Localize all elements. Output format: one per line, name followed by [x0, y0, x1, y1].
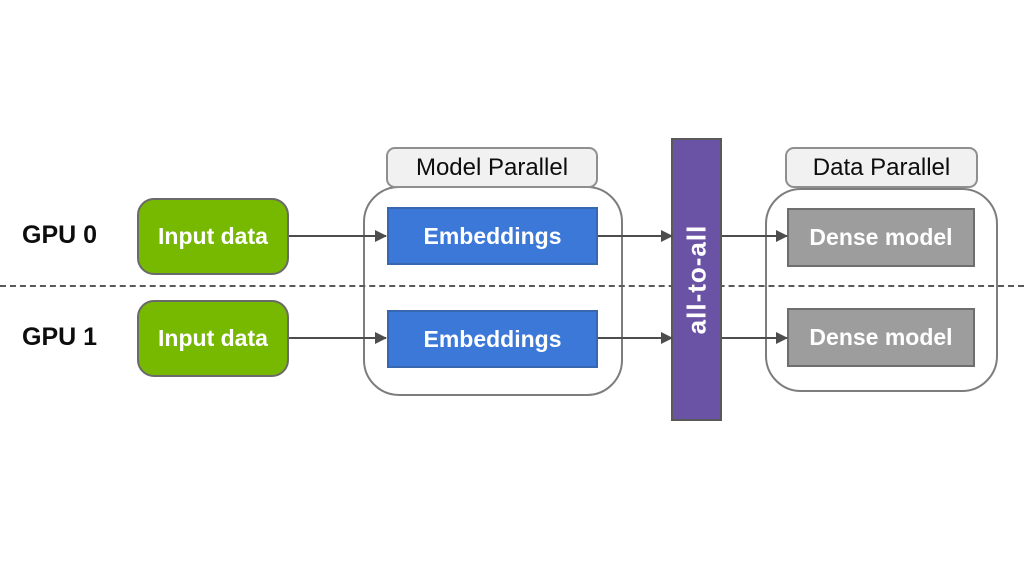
input-data-box-gpu1: Input data	[137, 300, 289, 377]
data-parallel-label-text: Data Parallel	[812, 153, 951, 181]
dense-model-box-gpu0: Dense model	[787, 208, 975, 267]
model-parallel-label-text: Model Parallel	[415, 153, 569, 181]
arrow-input-to-embeddings-gpu0	[289, 230, 387, 242]
dense-model-label-gpu0: Dense model	[809, 224, 953, 250]
arrow-input-to-embeddings-gpu1	[289, 332, 387, 344]
embeddings-label-gpu0: Embeddings	[423, 222, 562, 249]
arrow-alltoall-to-dense-gpu1	[722, 332, 788, 344]
all-to-all-bar: all-to-all	[671, 138, 722, 421]
gpu-divider-dashed-line	[0, 285, 1024, 287]
dense-model-box-gpu1: Dense model	[787, 308, 975, 367]
gpu1-label: GPU 1	[22, 323, 98, 351]
embeddings-label-gpu1: Embeddings	[423, 325, 562, 352]
input-data-box-gpu0: Input data	[137, 198, 289, 275]
all-to-all-label: all-to-all	[681, 224, 712, 335]
arrow-embeddings-to-alltoall-gpu1	[598, 332, 673, 344]
dense-model-label-gpu1: Dense model	[809, 324, 953, 350]
arrow-embeddings-to-alltoall-gpu0	[598, 230, 673, 242]
input-data-label-gpu0: Input data	[158, 223, 268, 249]
embeddings-box-gpu1: Embeddings	[387, 310, 598, 368]
arrow-alltoall-to-dense-gpu0	[722, 230, 788, 242]
input-data-label-gpu1: Input data	[158, 325, 268, 351]
model-parallel-label: Model Parallel	[386, 147, 598, 188]
embeddings-box-gpu0: Embeddings	[387, 207, 598, 265]
gpu0-label: GPU 0	[22, 221, 98, 249]
data-parallel-label: Data Parallel	[785, 147, 978, 188]
